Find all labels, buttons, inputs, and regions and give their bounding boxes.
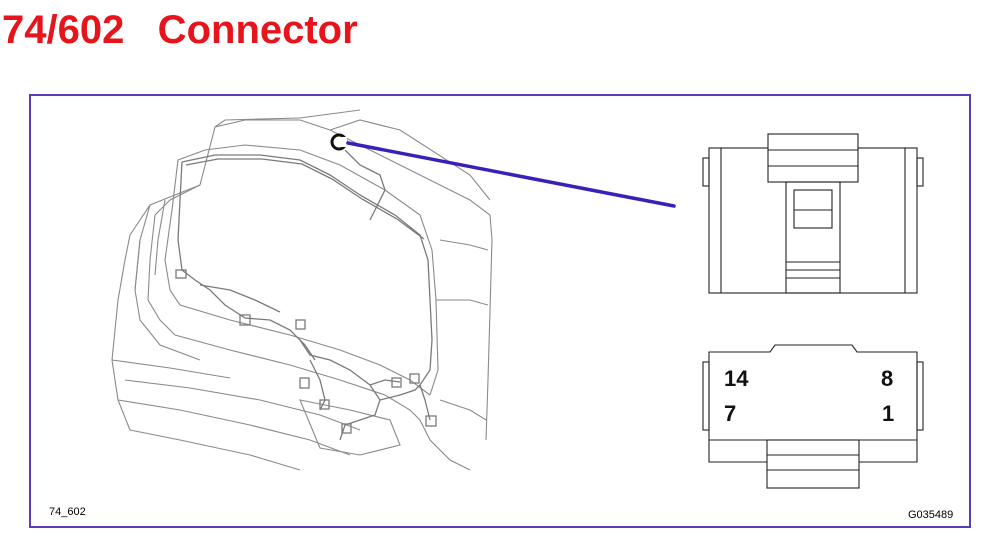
wiring-harness	[175, 149, 437, 441]
pin-label-7: 7	[724, 401, 736, 426]
image-reference-code: G035489	[908, 509, 954, 521]
pin-label-1: 1	[882, 401, 894, 426]
pin-label-14: 14	[724, 366, 749, 391]
diagram-frame	[29, 94, 971, 528]
diagram-reference-code: 74_602	[49, 506, 86, 518]
connector-side-view	[702, 133, 924, 294]
page-title: 74/602 Connector	[2, 8, 358, 52]
leader-line	[346, 141, 676, 208]
vehicle-rear-illustration	[111, 109, 493, 471]
pin-label-8: 8	[881, 366, 893, 391]
connector-location-marker: C	[330, 133, 348, 151]
connector-front-view	[702, 344, 924, 489]
